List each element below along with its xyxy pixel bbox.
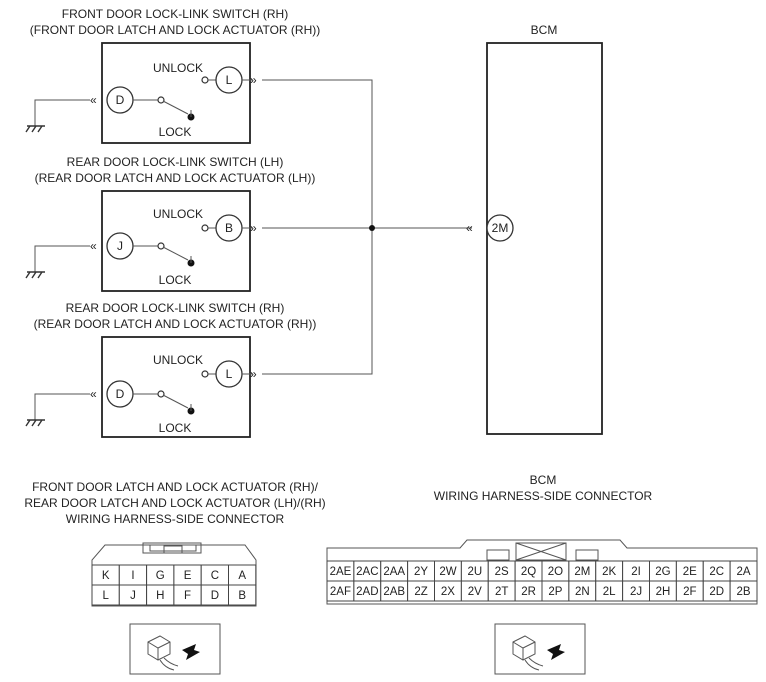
harness-view-icon <box>512 635 565 671</box>
rear-door-rh-switch: REAR DOOR LOCK-LINK SWITCH (RH) (REAR DO… <box>25 228 373 438</box>
pin-cell-label: 2L <box>603 586 616 598</box>
lock-label: LOCK <box>159 421 192 435</box>
pin-cell-label: A <box>238 570 246 582</box>
pin-cell-label: 2J <box>630 586 642 598</box>
pin-cell-label: 2P <box>548 586 562 598</box>
pin-cell-label: 2AF <box>330 586 351 598</box>
view-direction-icon <box>494 623 586 675</box>
bcm-label: BCM <box>531 23 558 37</box>
pin-cell-label: 2B <box>737 586 751 598</box>
module-subtitle: (REAR DOOR LATCH AND LOCK ACTUATOR (LH)) <box>35 171 316 185</box>
module-title: FRONT DOOR LOCK-LINK SWITCH (RH) <box>62 7 288 21</box>
pin-cell-label: 2Z <box>414 586 427 598</box>
pin-cell-label: I <box>131 570 134 582</box>
unlock-label: UNLOCK <box>153 207 203 221</box>
pin-cell-label: D <box>211 590 219 602</box>
pin-cell-label: 2V <box>468 586 482 598</box>
pin-cell-label: 2G <box>655 566 670 578</box>
connector-pin-grid: K I G E C A L J H F D B <box>91 564 257 606</box>
connector-mark: « <box>90 93 97 107</box>
connector-mark: » <box>250 367 257 381</box>
pin-cell-label: 2M <box>574 566 590 578</box>
harness-view-icon <box>147 635 200 671</box>
connector-title: FRONT DOOR LATCH AND LOCK ACTUATOR (RH)/ <box>32 480 318 494</box>
bcm-pin-label: 2M <box>492 221 509 235</box>
pin-cell-label: 2AA <box>383 566 405 578</box>
pin-cell-label: 2Y <box>414 566 428 578</box>
junction-dot <box>369 225 375 231</box>
connector-title: WIRING HARNESS-SIDE CONNECTOR <box>434 489 653 503</box>
pin-label: D <box>116 93 125 107</box>
pin-circle <box>486 214 514 242</box>
connector-title: WIRING HARNESS-SIDE CONNECTOR <box>66 512 285 526</box>
pin-cell-label: H <box>156 590 164 602</box>
pin-cell <box>729 580 758 602</box>
connector-mark: » <box>250 73 257 87</box>
pin-cell-label: 2R <box>521 586 536 598</box>
pin-cell-label: G <box>156 570 165 582</box>
pin-cell-label: B <box>238 590 246 602</box>
pin-cell-label: 2T <box>495 586 508 598</box>
pin-cell-label: 2E <box>683 566 697 578</box>
connector-title: BCM <box>530 473 557 487</box>
unlock-label: UNLOCK <box>153 353 203 367</box>
rear-door-lh-switch: REAR DOOR LOCK-LINK SWITCH (LH) (REAR DO… <box>25 155 472 292</box>
pin-cell-label: 2O <box>548 566 563 578</box>
pin-label: B <box>225 221 233 235</box>
actuator-connector: FRONT DOOR LATCH AND LOCK ACTUATOR (RH)/… <box>24 480 326 675</box>
connector-mark: » <box>250 221 257 235</box>
pin-cell-label: 2K <box>602 566 616 578</box>
connector-mark: « <box>90 239 97 253</box>
pin-cell-label: 2H <box>656 586 671 598</box>
connector-mark: « <box>90 387 97 401</box>
pin-cell-label: C <box>211 570 219 582</box>
module-subtitle: (REAR DOOR LATCH AND LOCK ACTUATOR (RH)) <box>34 317 317 331</box>
lock-label: LOCK <box>159 273 192 287</box>
pin-cell <box>228 584 257 606</box>
lock-label: LOCK <box>159 125 192 139</box>
pin-cell-label: 2W <box>439 566 456 578</box>
pin-label: L <box>226 73 233 87</box>
pin-label: D <box>116 387 125 401</box>
pin-cell-label: 2C <box>709 566 724 578</box>
pin-cell-label: 2F <box>683 586 696 598</box>
pin-cell-label: 2D <box>709 586 724 598</box>
pin-cell-label: 2N <box>575 586 590 598</box>
pin-cell-label: 2A <box>737 566 751 578</box>
pin-cell-label: 2AD <box>356 586 378 598</box>
pin-cell-label: K <box>102 570 110 582</box>
pin-cell-label: 2X <box>441 586 455 598</box>
bcm-connector: BCM WIRING HARNESS-SIDE CONNECTOR 2AE 2AC… <box>326 473 758 675</box>
bcm-module: BCM « 2M <box>466 23 603 435</box>
pin-cell-label: F <box>184 590 191 602</box>
pin-cell-label: 2Q <box>521 566 536 578</box>
pin-cell-label: 2S <box>495 566 509 578</box>
connector-title: REAR DOOR LATCH AND LOCK ACTUATOR (LH)/(… <box>24 496 325 510</box>
pin-cell-label: 2I <box>631 566 641 578</box>
front-door-rh-switch: FRONT DOOR LOCK-LINK SWITCH (RH) (FRONT … <box>25 7 373 228</box>
connector-pin-grid: 2AE 2AC 2AA 2Y 2W 2U 2S 2Q 2O 2M 2K 2I 2G 2E 2C 2A 2AF 2A… <box>326 560 758 602</box>
pin-label: J <box>117 239 123 253</box>
pin-cell-label: 2AC <box>356 566 378 578</box>
pin-cell-label: E <box>184 570 192 582</box>
unlock-label: UNLOCK <box>153 61 203 75</box>
connector-mark: « <box>466 221 473 235</box>
pin-cell-label: L <box>102 590 109 602</box>
pin-label: L <box>226 367 233 381</box>
module-title: REAR DOOR LOCK-LINK SWITCH (LH) <box>67 155 284 169</box>
pin-cell-label: 2AB <box>383 586 405 598</box>
pin-cell-label: 2AE <box>330 566 352 578</box>
view-direction-icon <box>129 623 221 675</box>
module-title: REAR DOOR LOCK-LINK SWITCH (RH) <box>66 301 285 315</box>
module-subtitle: (FRONT DOOR LATCH AND LOCK ACTUATOR (RH)… <box>30 23 320 37</box>
pin-cell-label: 2U <box>467 566 482 578</box>
pin-cell-label: J <box>130 590 136 602</box>
